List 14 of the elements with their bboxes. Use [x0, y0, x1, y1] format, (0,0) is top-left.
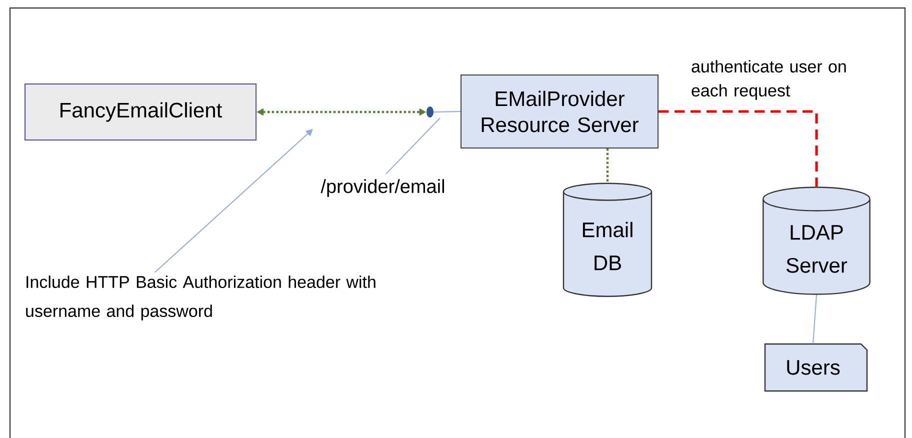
client-box: FancyEmailClient	[24, 84, 256, 140]
database-cylinder: Email DB	[562, 182, 652, 297]
edge-label: authenticate user on each request	[690, 59, 862, 101]
endpoint-dot	[426, 106, 434, 118]
database-cylinder: LDAP Server	[762, 186, 870, 295]
note-text: Include HTTP Basic Authorization header with username and password	[26, 276, 376, 320]
server-box: EMailProvider Resource Server	[460, 74, 658, 148]
connector-line	[658, 110, 818, 187]
leader-line	[154, 129, 313, 273]
endpoint-label: /provider/email	[320, 179, 444, 197]
connector-line	[606, 148, 609, 183]
leader-line	[386, 118, 440, 174]
connector-line	[433, 111, 461, 112]
connector-line	[812, 294, 817, 344]
